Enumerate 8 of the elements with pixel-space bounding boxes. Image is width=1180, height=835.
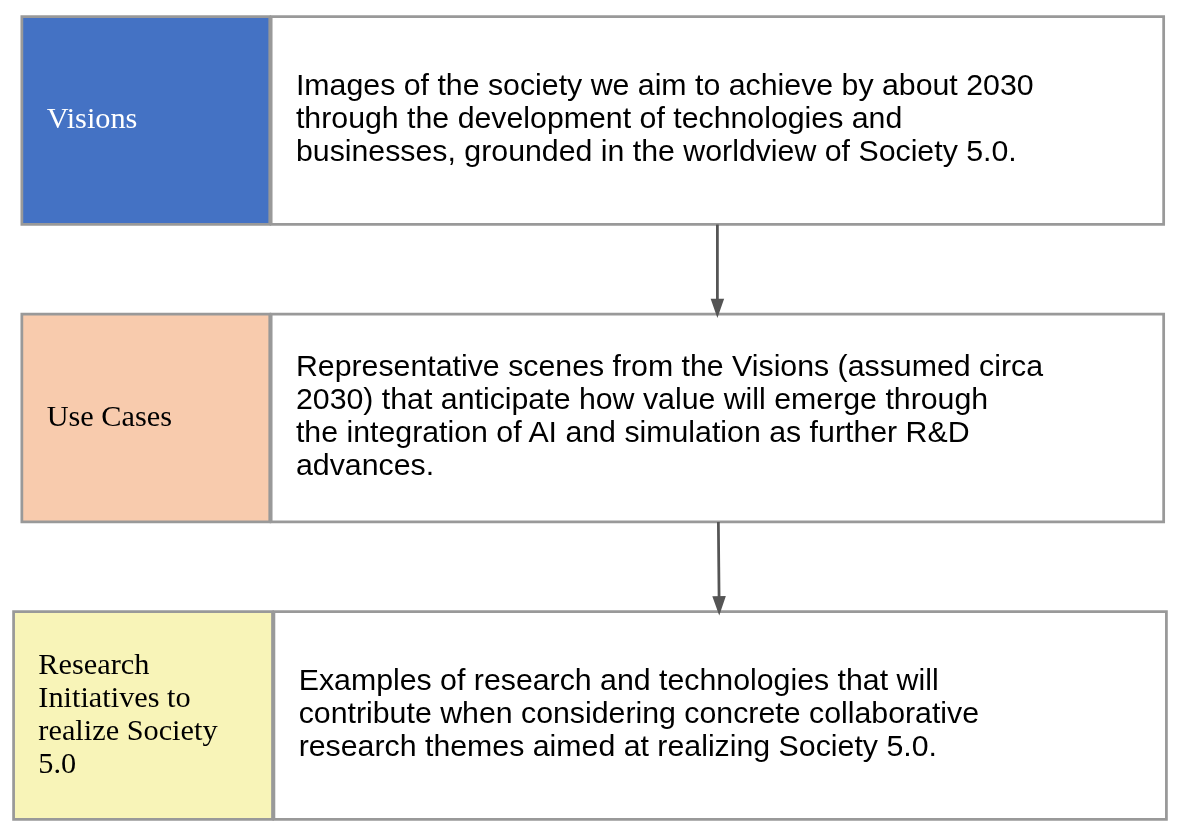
node-box: Research Initiatives to realize Society 5.0 xyxy=(12,609,274,821)
node-box: Images of the society we aim to achieve by about 2030 through the development of technologies and businesses, grounded in the worldview of Society 5.0. xyxy=(269,14,1166,226)
arrow xyxy=(710,224,725,318)
arrow xyxy=(712,521,726,615)
node-box: Representative scenes from the Visions (assumed circa 2030) that anticipate how value will emerge through the integration of AI and simulation as further R&D advances. xyxy=(269,312,1166,523)
node-box: Use Cases xyxy=(20,312,272,523)
node-box: Examples of research and technologies that will contribute when considering concrete collaborative research themes aimed at realizing Society 5.0. xyxy=(272,609,1168,821)
node-box: Visions xyxy=(20,14,272,226)
